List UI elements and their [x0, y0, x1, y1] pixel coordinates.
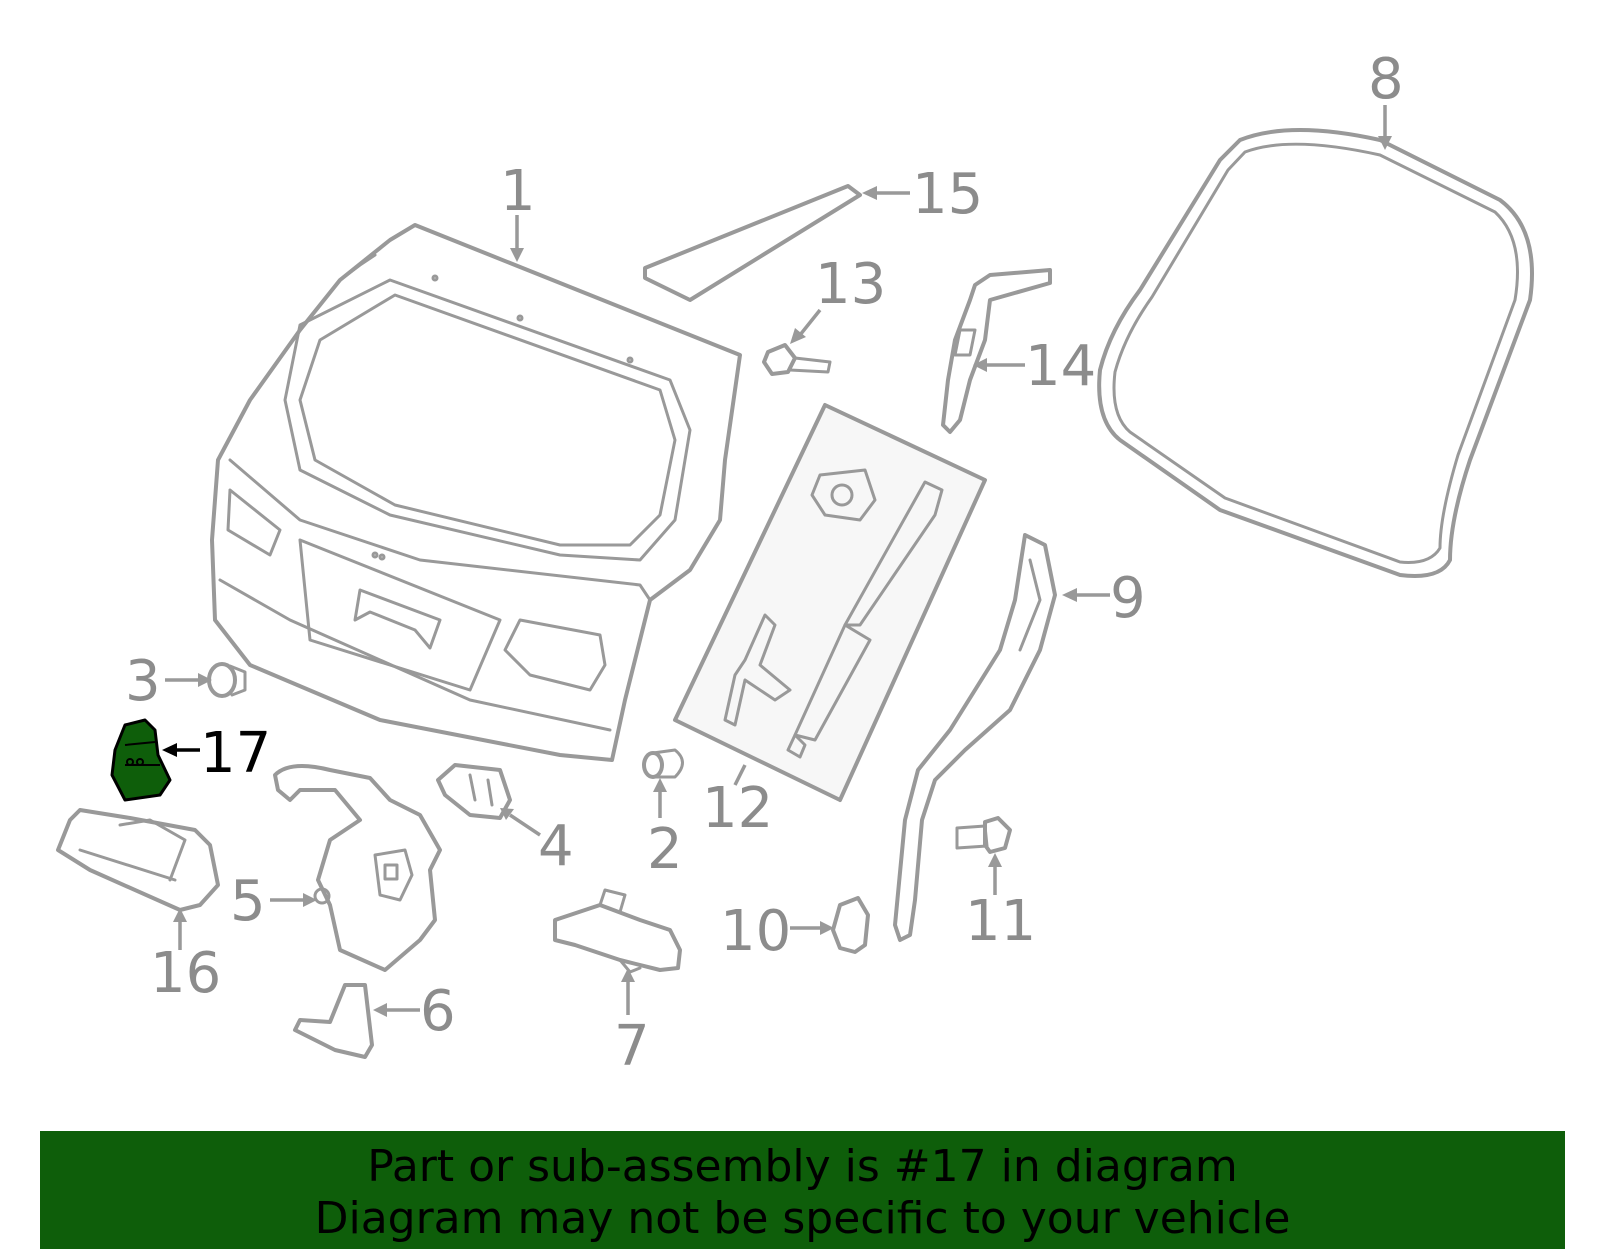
banner-line-2: Diagram may not be specific to your vehi… — [314, 1193, 1291, 1244]
part-3-grommet[interactable] — [207, 662, 247, 698]
part-5-latch[interactable] — [273, 764, 442, 972]
part-7-actuator[interactable] — [553, 888, 682, 974]
part-2-bumper[interactable] — [642, 748, 684, 779]
part-10-clip[interactable] — [831, 896, 870, 954]
callout-13: 13 — [815, 252, 886, 317]
callout-1: 1 — [500, 159, 536, 224]
callout-11: 11 — [965, 889, 1036, 954]
part-8-weatherstrip[interactable] — [1097, 128, 1534, 578]
part-14-bracket[interactable] — [941, 268, 1052, 434]
part-4-bracket[interactable] — [436, 763, 512, 820]
part-17-switch[interactable] — [110, 718, 172, 802]
callout-6: 6 — [420, 979, 456, 1044]
callout-9: 9 — [1110, 566, 1146, 631]
banner-line-1: Part or sub-assembly is #17 in diagram — [367, 1141, 1238, 1192]
callout-7: 7 — [614, 1014, 650, 1079]
part-16-housing[interactable] — [56, 808, 220, 912]
part-1-liftgate[interactable] — [210, 223, 742, 762]
callout-10: 10 — [720, 899, 791, 964]
callout-3: 3 — [125, 649, 161, 714]
callout-8: 8 — [1368, 47, 1404, 112]
callout-16: 16 — [150, 941, 221, 1006]
part-9-trim[interactable] — [893, 533, 1057, 942]
part-13-bolt[interactable] — [762, 343, 832, 376]
callout-14: 14 — [1025, 334, 1096, 399]
part-11-bolt[interactable] — [955, 816, 1012, 854]
callout-2: 2 — [647, 817, 683, 882]
part-6-striker[interactable] — [293, 983, 374, 1059]
callout-12: 12 — [702, 776, 773, 841]
part-15-strip[interactable] — [643, 184, 862, 302]
info-banner: Part or sub-assembly is #17 in diagram D… — [40, 1131, 1565, 1249]
leader-lines — [162, 105, 1392, 1017]
callout-15: 15 — [912, 162, 983, 227]
callout-17: 17 — [200, 721, 271, 786]
callout-labels: 1 15 8 13 14 9 3 17 2 12 4 5 16 6 7 10 1… — [125, 47, 1404, 1079]
callout-4: 4 — [538, 814, 574, 879]
callout-5: 5 — [230, 869, 266, 934]
part-12-kit[interactable] — [673, 403, 987, 802]
